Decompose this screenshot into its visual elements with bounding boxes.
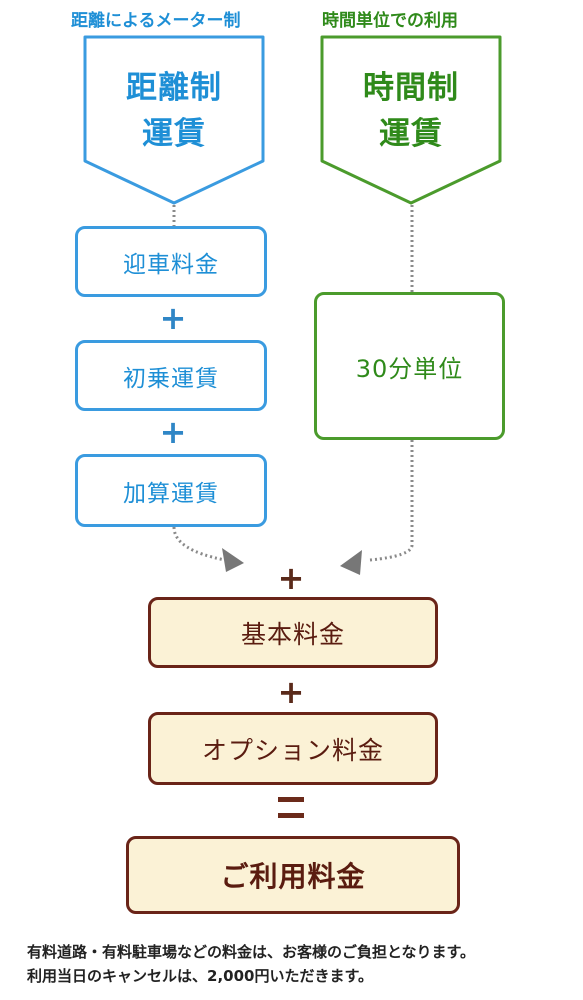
total-fee-box: ご利用料金 bbox=[126, 836, 460, 914]
pickup-fee-label: 迎車料金 bbox=[123, 251, 219, 278]
time-header: 時間単位での利用 bbox=[322, 11, 458, 31]
note-toll: 有料道路・有料駐車場などの料金は、お客様のご負担となります。 bbox=[27, 943, 476, 961]
plus-sign-1: + bbox=[159, 299, 187, 337]
note-cancel: 利用当日のキャンセルは、2,000円いただきます。 bbox=[27, 967, 373, 985]
plus-sign-4: + bbox=[277, 673, 305, 711]
time-unit-label: 30分単位 bbox=[355, 354, 464, 383]
equals-sign bbox=[266, 793, 316, 833]
time-unit-box: 30分単位 bbox=[314, 292, 505, 440]
time-fare-line2: 運賃 bbox=[379, 116, 443, 152]
total-fee-label: ご利用料金 bbox=[220, 860, 366, 893]
pickup-fee-box: 迎車料金 bbox=[75, 226, 267, 297]
base-fee-box: 基本料金 bbox=[148, 597, 438, 668]
initial-fare-label: 初乗運賃 bbox=[123, 365, 219, 392]
time-fare-box: 時間制 運賃 bbox=[317, 35, 505, 207]
time-fare-line1: 時間制 bbox=[363, 70, 459, 106]
distance-header: 距離によるメーター制 bbox=[71, 11, 241, 31]
plus-sign-3: + bbox=[277, 559, 305, 597]
distance-fare-box: 距離制 運賃 bbox=[80, 35, 268, 207]
option-fee-label: オプション料金 bbox=[201, 735, 384, 765]
option-fee-box: オプション料金 bbox=[148, 712, 438, 785]
distance-fare-line2: 運賃 bbox=[142, 116, 206, 152]
distance-fare-line1: 距離制 bbox=[126, 70, 222, 106]
initial-fare-box: 初乗運賃 bbox=[75, 340, 267, 411]
base-fee-label: 基本料金 bbox=[240, 619, 345, 649]
notes: 有料道路・有料駐車場などの料金は、お客様のご負担となります。 利用当日のキャンセ… bbox=[27, 940, 475, 988]
additional-fare-label: 加算運賃 bbox=[123, 480, 219, 507]
plus-sign-2: + bbox=[159, 413, 187, 451]
additional-fare-box: 加算運賃 bbox=[75, 454, 267, 527]
